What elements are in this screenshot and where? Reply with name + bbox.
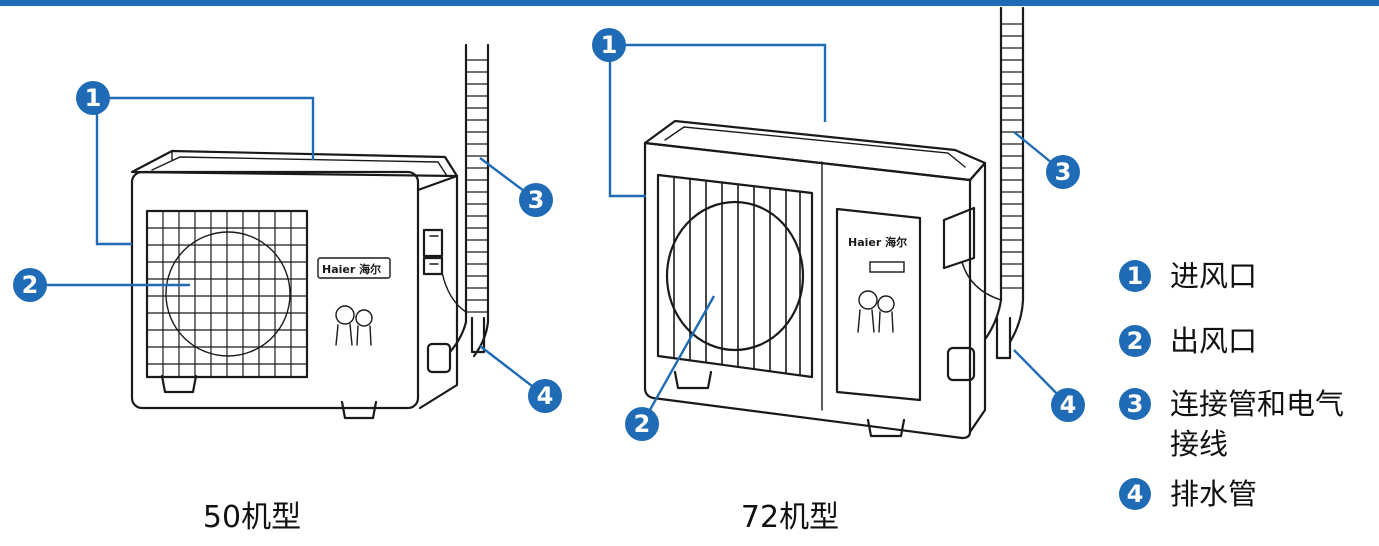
unit-50-brand-label: Haier 海尔 — [322, 262, 381, 276]
legend-label-2: 出风口 — [1170, 324, 1257, 358]
unit-50-illustration: Haier 海尔 — [130, 43, 490, 420]
svg-text:3: 3 — [1055, 158, 1072, 186]
legend-label-3a: 连接管和电气 — [1170, 387, 1344, 421]
unit-72-callout-4: 4 — [1051, 388, 1085, 422]
svg-text:4: 4 — [1127, 480, 1144, 508]
unit-72-caption: 72机型 — [741, 500, 839, 535]
legend-item-2: 2 出风口 — [1119, 324, 1257, 358]
svg-text:2: 2 — [1127, 327, 1144, 355]
unit-50-callout-1: 1 — [76, 81, 110, 115]
unit-50-pipe-ribs — [466, 59, 488, 313]
top-rule — [0, 0, 1379, 6]
svg-text:4: 4 — [1060, 391, 1077, 419]
svg-text:2: 2 — [22, 271, 39, 299]
unit-72-callout-2: 2 — [625, 407, 659, 441]
unit-72-brand-label: Haier 海尔 — [848, 235, 907, 249]
unit-72-grille-lines — [673, 177, 801, 375]
legend-item-3: 3 连接管和电气 接线 — [1119, 387, 1344, 461]
unit-72-illustration: Haier 海尔 — [643, 6, 1025, 440]
unit-72-mascot — [857, 290, 895, 333]
legend-label-4: 排水管 — [1170, 477, 1257, 511]
legend-label-3b: 接线 — [1170, 427, 1228, 461]
legend: 1 进风口 2 出风口 3 连接管和电气 接线 4 排水管 — [1119, 259, 1344, 511]
unit-72-pipe-ribs — [1001, 23, 1023, 289]
unit-50-mascot — [335, 305, 373, 346]
svg-text:1: 1 — [601, 31, 618, 59]
legend-item-1: 1 进风口 — [1119, 259, 1257, 293]
legend-label-1: 进风口 — [1170, 259, 1257, 293]
unit-50-grille-lines — [147, 211, 307, 377]
legend-item-4: 4 排水管 — [1119, 477, 1257, 511]
unit-72-leader-2 — [640, 295, 716, 425]
unit-50-callout-2: 2 — [13, 268, 47, 302]
unit-72-callout-3: 3 — [1046, 155, 1080, 189]
svg-text:2: 2 — [634, 410, 651, 438]
unit-72-leader-1 — [608, 43, 827, 198]
unit-50-callout-4: 4 — [528, 379, 562, 413]
unit-50-leader-1 — [95, 96, 315, 246]
unit-72-callout-1: 1 — [592, 28, 626, 62]
svg-text:4: 4 — [537, 382, 554, 410]
svg-text:1: 1 — [85, 84, 102, 112]
svg-text:3: 3 — [1127, 390, 1144, 418]
svg-text:3: 3 — [528, 186, 545, 214]
unit-50-caption: 50机型 — [203, 500, 301, 535]
svg-text:1: 1 — [1127, 262, 1144, 290]
unit-50-callout-3: 3 — [519, 183, 553, 217]
